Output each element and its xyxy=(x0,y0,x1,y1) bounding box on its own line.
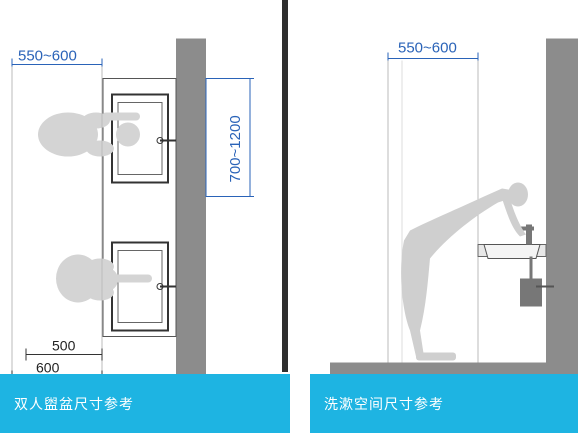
dim-top-label: 550~600 xyxy=(398,40,457,57)
person-bending xyxy=(401,182,528,361)
dim-600-label: 600 xyxy=(36,360,60,376)
vanity-counter xyxy=(102,78,177,337)
dim-side xyxy=(205,78,254,197)
person-top-view-2 xyxy=(56,254,152,303)
panel-divider xyxy=(282,0,288,372)
basin-2 xyxy=(111,241,176,332)
wall xyxy=(176,38,206,396)
double-basin-plan-diagram: 550~600 700~1200 500 600 xyxy=(11,38,254,396)
caption-banner-left: 双人盥盆尺寸参考 xyxy=(0,374,290,433)
caption-left: 双人盥盆尺寸参考 xyxy=(14,395,134,412)
dim-top xyxy=(11,58,103,376)
caption-banner-right: 洗漱空间尺寸参考 xyxy=(310,374,578,433)
caption-right: 洗漱空间尺寸参考 xyxy=(324,395,444,412)
vanity-basin xyxy=(477,224,554,307)
dim-500-label: 500 xyxy=(52,338,76,354)
dim-top-label: 550~600 xyxy=(18,48,77,65)
washing-space-elevation-diagram: 550~600 xyxy=(330,38,578,391)
dim-side-label: 700~1200 xyxy=(227,115,244,182)
wall xyxy=(546,38,578,391)
person-top-view-1 xyxy=(38,112,140,157)
